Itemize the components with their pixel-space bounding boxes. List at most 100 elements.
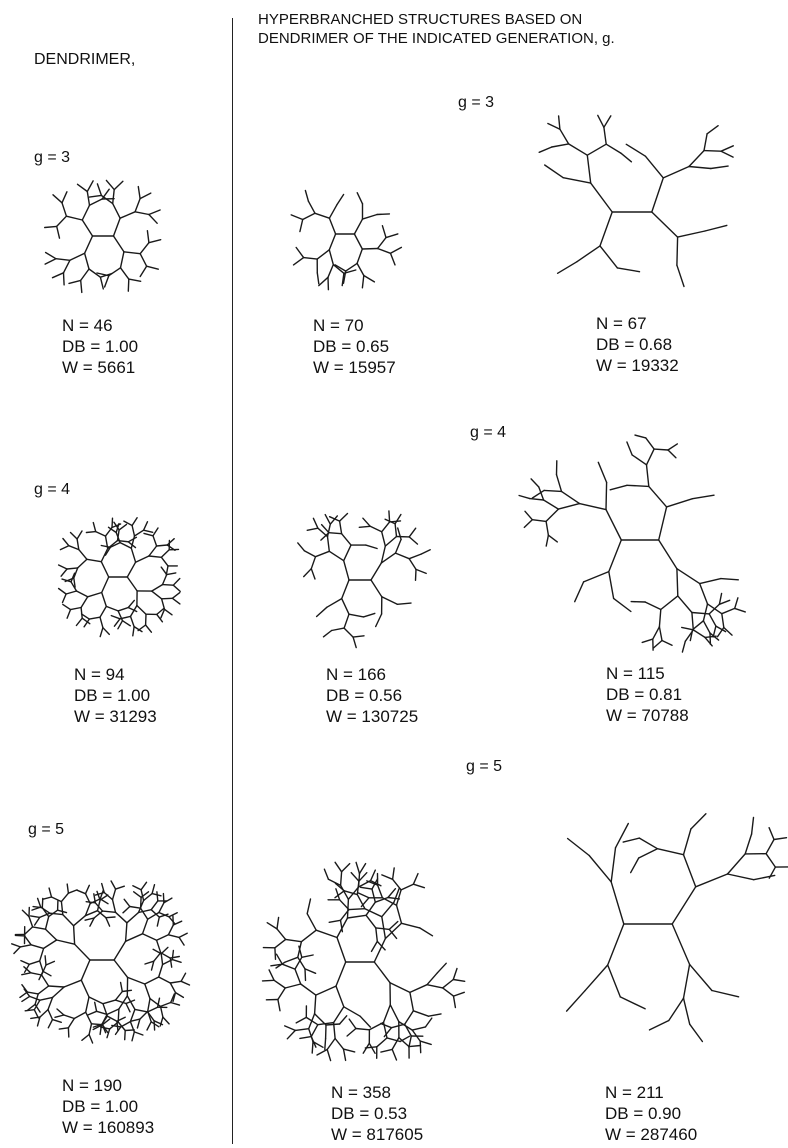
bond-segment: [301, 930, 316, 942]
bond-segment: [567, 991, 585, 1011]
bond-segment: [558, 262, 577, 274]
bond-segment: [552, 144, 569, 147]
bond-segment: [25, 927, 33, 935]
bond-segment: [364, 276, 375, 282]
bond-segment: [304, 551, 315, 557]
bond-segment: [722, 614, 724, 628]
structure-stats-h3b: N = 67 DB = 0.68 W = 19332: [596, 313, 679, 376]
bond-segment: [691, 814, 706, 829]
bond-segment: [126, 934, 143, 942]
bond-segment: [179, 933, 187, 937]
wiener-index: W = 130725: [326, 706, 418, 727]
bond-segment: [722, 608, 735, 613]
bond-segment: [617, 268, 639, 272]
bond-segment: [49, 888, 51, 897]
bond-segment: [135, 1009, 148, 1012]
bond-segment: [141, 882, 146, 890]
bond-segment: [137, 1019, 140, 1028]
bond-segment: [42, 975, 49, 986]
bond-segment: [719, 593, 721, 604]
bond-segment: [62, 192, 67, 203]
bond-segment: [317, 250, 329, 259]
bond-segment: [307, 899, 310, 914]
bond-segment: [25, 936, 32, 945]
bond-segment: [101, 546, 110, 548]
degree-of-branching: DB = 0.90: [605, 1103, 697, 1124]
degree-of-branching: DB = 0.53: [331, 1103, 423, 1124]
bond-segment: [413, 1011, 428, 1016]
bond-segment: [181, 981, 189, 985]
bond-segment: [116, 886, 125, 889]
bond-segment: [392, 1049, 396, 1060]
bond-segment: [409, 537, 417, 544]
bond-segment: [161, 1003, 171, 1007]
bond-segment: [298, 543, 305, 551]
bond-segment: [585, 965, 608, 991]
bond-segment: [111, 616, 120, 619]
bond-segment: [395, 524, 396, 537]
bond-segment: [312, 1042, 313, 1054]
bond-segment: [20, 992, 28, 997]
structure-stats-d5: N = 190 DB = 1.00 W = 160893: [62, 1075, 154, 1138]
bond-segment: [53, 1020, 62, 1023]
bond-segment: [148, 1007, 158, 1012]
bond-segment: [584, 572, 609, 582]
bond-segment: [378, 249, 391, 254]
bond-segment: [33, 927, 46, 929]
bond-segment: [621, 153, 632, 162]
bond-segment: [286, 939, 302, 941]
bond-segment: [162, 598, 173, 599]
bond-segment: [774, 838, 787, 840]
bond-segment: [144, 522, 148, 531]
bond-segment: [382, 226, 386, 238]
bond-segment: [30, 996, 40, 1000]
bond-segment: [87, 559, 101, 561]
bond-segment: [14, 947, 20, 954]
bond-segment: [31, 945, 43, 949]
bond-segment: [315, 213, 329, 218]
degree-of-branching: DB = 0.81: [606, 684, 689, 705]
bond-segment: [123, 621, 131, 626]
bond-segment: [163, 894, 164, 903]
bond-segment: [48, 1010, 53, 1020]
bond-segment: [362, 249, 377, 250]
bond-segment: [114, 619, 120, 626]
structure-stats-h4b: N = 115 DB = 0.81 W = 70788: [606, 663, 689, 726]
bond-segment: [124, 252, 140, 254]
bond-segment: [598, 462, 606, 482]
bond-segment: [421, 550, 430, 554]
bond-segment: [171, 1003, 180, 1006]
bond-segment: [360, 864, 366, 874]
bond-segment: [361, 898, 369, 907]
bond-segment: [611, 848, 615, 882]
bond-segment: [604, 127, 606, 144]
bond-segment: [374, 962, 390, 983]
bond-segment: [672, 924, 689, 964]
bond-segment: [728, 854, 746, 874]
bond-segment: [114, 236, 124, 252]
bond-segment: [397, 905, 402, 923]
bond-segment: [144, 530, 153, 532]
bond-segment: [285, 984, 301, 988]
bond-segment: [610, 485, 627, 490]
bond-segment: [124, 899, 130, 906]
bond-segment: [159, 965, 163, 978]
bond-segment: [329, 551, 343, 560]
bond-segment: [409, 528, 416, 537]
bond-segment: [438, 963, 447, 972]
bond-segment: [372, 889, 375, 902]
bond-segment: [329, 234, 335, 250]
structure-stats-h5a: N = 358 DB = 0.53 W = 817605: [331, 1082, 423, 1145]
bond-segment: [659, 610, 660, 627]
bond-segment: [149, 210, 160, 215]
bond-segment: [426, 1018, 432, 1027]
bond-segment: [81, 597, 88, 608]
bond-segment: [316, 986, 336, 995]
bond-segment: [60, 546, 68, 550]
bond-segment: [74, 1012, 85, 1018]
bond-segment: [102, 577, 109, 593]
bond-segment: [119, 996, 127, 1009]
bond-segment: [128, 537, 136, 542]
bond-segment: [342, 599, 349, 615]
bond-segment: [381, 1024, 392, 1028]
